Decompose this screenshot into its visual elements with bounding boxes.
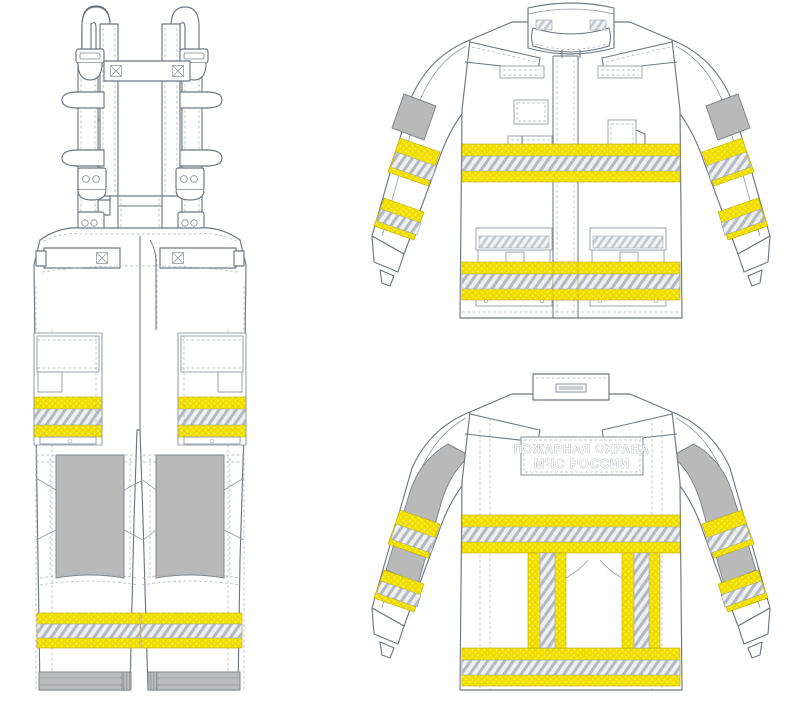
knit-wristlet bbox=[737, 235, 771, 287]
view-jacket-back: ПОЖАРНАЯ ОХРАНА МЧС РОССИИ bbox=[371, 373, 771, 691]
reflective-band bbox=[373, 569, 425, 613]
chest-strap bbox=[103, 60, 191, 82]
reflective-band bbox=[177, 408, 247, 426]
reflective-band bbox=[701, 509, 755, 559]
suspender-dring bbox=[179, 91, 223, 109]
reflective-band bbox=[387, 509, 441, 559]
collar bbox=[527, 2, 615, 58]
elbow-pad bbox=[705, 93, 751, 141]
suspender-dring bbox=[179, 149, 223, 167]
back-badge-line1: ПОЖАРНАЯ ОХРАНА bbox=[514, 444, 650, 456]
collar-tab bbox=[535, 19, 553, 31]
collar bbox=[532, 373, 610, 401]
suspender-buckle bbox=[75, 48, 105, 81]
reflective-band bbox=[717, 197, 769, 241]
suspender-dring bbox=[61, 149, 105, 167]
elbow-pad bbox=[391, 93, 437, 141]
reflective-band bbox=[373, 197, 425, 241]
thigh-pocket bbox=[33, 332, 103, 446]
knit-wristlet bbox=[371, 235, 405, 287]
hem-cuff bbox=[38, 671, 241, 691]
collar-tab bbox=[589, 19, 607, 31]
reflective-band bbox=[461, 514, 681, 687]
sleeve-right bbox=[671, 39, 771, 287]
bartack-stitch bbox=[172, 65, 184, 77]
knit-wristlet bbox=[737, 607, 771, 659]
sleeve-right bbox=[671, 411, 771, 659]
reflective-band bbox=[717, 569, 769, 613]
suspender-dring bbox=[61, 91, 105, 109]
view-trousers-front bbox=[33, 5, 247, 691]
waist-adjust-tab bbox=[159, 247, 245, 269]
pocket-flap bbox=[217, 371, 243, 393]
sleeve-left bbox=[371, 411, 471, 659]
suspender-buckle bbox=[77, 167, 107, 201]
reflective-band bbox=[33, 408, 103, 426]
pocket-flap bbox=[37, 371, 63, 393]
knee-pad bbox=[141, 454, 245, 586]
chest-patch bbox=[513, 99, 549, 125]
sleeve-left bbox=[371, 39, 471, 287]
reflective-band bbox=[461, 143, 681, 183]
back-badge-line2: МЧС РОССИИ bbox=[534, 457, 631, 471]
bartack-stitch bbox=[110, 65, 122, 77]
reflective-band bbox=[701, 137, 755, 187]
waist-adjust-tab bbox=[35, 247, 121, 269]
thigh-pocket bbox=[177, 332, 247, 446]
knee-pad bbox=[35, 454, 144, 586]
name-tape bbox=[499, 65, 545, 79]
back-badge: ПОЖАРНАЯ ОХРАНА МЧС РОССИИ bbox=[514, 436, 650, 476]
knit-wristlet bbox=[371, 607, 405, 659]
reflective-band bbox=[36, 612, 243, 649]
reflective-band bbox=[387, 137, 441, 187]
suspender-buckle bbox=[175, 167, 205, 201]
name-tape bbox=[597, 65, 643, 79]
reflective-band bbox=[461, 261, 681, 301]
view-jacket-front bbox=[371, 2, 771, 319]
